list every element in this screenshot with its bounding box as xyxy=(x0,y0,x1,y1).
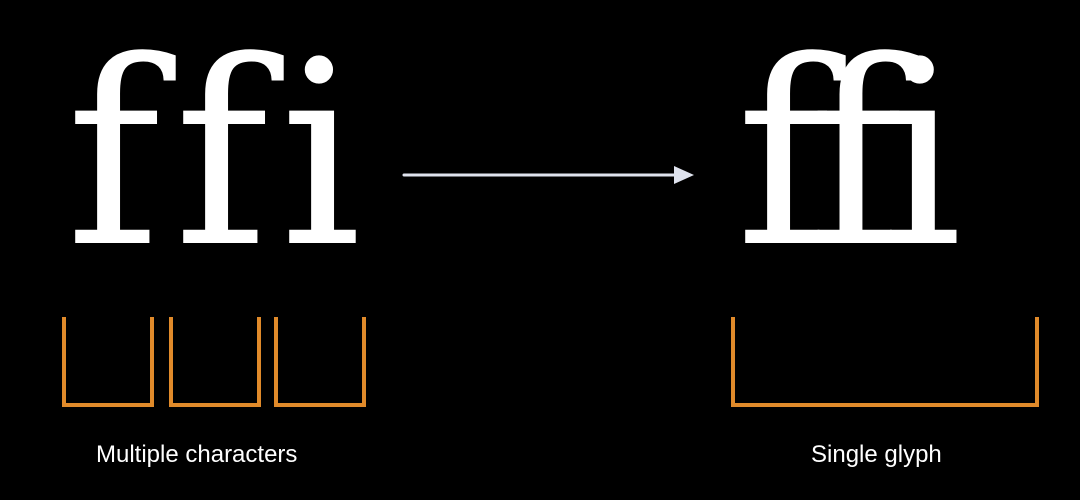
glyph-bracket xyxy=(731,317,1039,407)
character-bracket-2 xyxy=(169,317,261,407)
character-bracket-1 xyxy=(62,317,154,407)
single-glyph-caption: Single glyph xyxy=(811,441,942,468)
ligature-glyph-ffi: ffi xyxy=(736,7,962,304)
character-f-1: f xyxy=(66,7,161,304)
arrow-right-icon xyxy=(402,166,694,184)
character-bracket-3 xyxy=(274,317,366,407)
character-i: i xyxy=(280,7,362,304)
multiple-characters-caption: Multiple characters xyxy=(96,441,298,468)
character-f-2: f xyxy=(174,7,269,304)
